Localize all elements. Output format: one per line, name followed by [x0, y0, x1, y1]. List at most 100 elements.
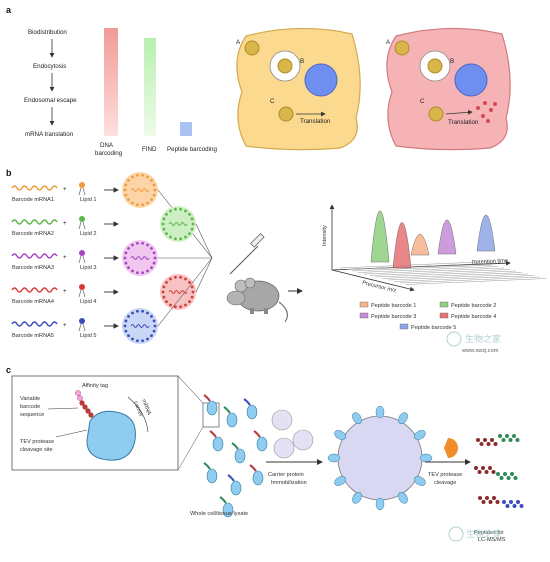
tev-site-label-2: cleavage site: [20, 447, 53, 453]
lipid-bead: [141, 241, 145, 245]
peptide-residue: [496, 472, 500, 476]
peptide-residue: [519, 504, 524, 508]
pool-line: [157, 257, 213, 327]
lipid-bead: [184, 235, 187, 239]
x-axis-label: Precursor m/z: [362, 280, 397, 294]
lipid-bead: [131, 337, 134, 341]
lipid-bead: [162, 227, 166, 231]
lnp-row: Barcode mRNA3+Lipid 3: [11, 240, 212, 276]
lipid-head: [79, 182, 85, 188]
cell2-label-c: C: [420, 98, 425, 105]
chromatogram-peaks: [370, 210, 496, 269]
lnp-row: Barcode mRNA2+Lipid 2: [11, 206, 213, 259]
legend-label: Peptide barcode 5: [411, 325, 456, 331]
lipid-bead: [169, 235, 172, 239]
cell2-translation-label: Translation: [448, 119, 479, 126]
lipid-bead: [153, 256, 157, 260]
lnp-outside: [244, 40, 260, 56]
carrier-protein: [246, 404, 258, 420]
lipid-bead: [141, 339, 145, 343]
peptide-dots: [476, 101, 497, 123]
lipid-bead: [124, 251, 128, 255]
lipid-bead: [190, 227, 194, 231]
immobilization-label-2: Immobilization: [271, 480, 307, 486]
lipid-bead: [162, 285, 166, 289]
lipid-bead: [135, 173, 139, 177]
lipid-bead: [124, 183, 128, 187]
peptide-residue: [502, 500, 506, 504]
cell2-label-a: A: [386, 39, 391, 46]
lipid-bead: [124, 329, 128, 333]
trace-line: [405, 278, 547, 285]
nucleus: [454, 63, 488, 97]
encapsulated-mrna: [130, 256, 150, 260]
lnp-row: Barcode mRNA5+Lipid 5: [11, 257, 213, 344]
cell-body: [386, 27, 511, 151]
cell1-label-c: C: [270, 98, 275, 105]
plus-sign: +: [63, 322, 67, 329]
barcode-peptide: [203, 462, 211, 470]
lipid-bead: [146, 269, 149, 273]
mrna-wave: [11, 287, 58, 293]
lipid-bead: [152, 193, 156, 197]
carrier-protein: [230, 480, 242, 496]
trace-line: [357, 266, 499, 273]
peptide-residue: [485, 496, 489, 500]
peptide-residue: [510, 472, 514, 476]
immobilized-carrier: [327, 453, 341, 463]
lipid-bead: [123, 256, 127, 260]
nucleus: [304, 63, 338, 97]
immobilized-carrier: [398, 492, 408, 504]
lipid-tail: [78, 221, 86, 230]
pool-line: [195, 223, 213, 259]
lipid-bead: [188, 300, 191, 304]
lipid-bead: [184, 303, 187, 307]
lipid-bead: [161, 222, 165, 226]
lipid-bead: [179, 305, 183, 309]
step-endosomal-escape: Endosomal escape: [24, 97, 77, 104]
lipid-bead: [152, 329, 156, 333]
plus-sign: +: [63, 186, 67, 193]
lipid-bead: [141, 271, 145, 275]
peptide-residue: [503, 472, 507, 476]
immobilized-carrier: [334, 430, 346, 440]
lipid-bead: [169, 209, 172, 213]
peptide-residue: [505, 434, 509, 438]
peptide-residue: [513, 476, 518, 480]
trace-line: [375, 270, 517, 278]
lipid-bead: [141, 309, 145, 313]
encapsulated-mrna: [168, 222, 188, 226]
immobilized-carrier: [334, 476, 346, 486]
peptide-residue: [512, 434, 516, 438]
legend-swatch: [439, 312, 449, 319]
cell-diagram-2: A B C Translation: [386, 27, 511, 151]
plus-sign: +: [63, 288, 67, 295]
lipid-bead: [165, 300, 168, 304]
immobilized-carrier: [375, 405, 385, 419]
encapsulated-mrna: [130, 324, 150, 328]
lnp-escaped: [428, 106, 444, 122]
lipid-bead: [141, 203, 145, 207]
panel-a-label: a: [6, 5, 12, 15]
lipid-bead: [150, 334, 153, 338]
legend-swatch: [359, 301, 369, 308]
watermark-url: www.swzj.com: [461, 348, 499, 354]
variable-barcode-label-2: barcode: [20, 404, 40, 410]
barcode-chain: [75, 390, 94, 418]
legend-label: Peptide barcode 4: [451, 314, 496, 320]
peptide-residue: [512, 504, 517, 508]
peptide-residue: [499, 476, 504, 480]
find-bar: [144, 38, 156, 136]
lipid-bead: [124, 319, 128, 323]
peptide-residue: [498, 434, 502, 438]
ms-3d-plot: Intensity Precursor m/z Retention time: [322, 204, 547, 294]
mrna-label: Barcode mRNA4: [12, 299, 54, 305]
lipid-bead: [127, 178, 130, 182]
peptide-barcoding-bar: [180, 122, 192, 136]
lipid-bead: [135, 241, 139, 245]
peptide-residue: [488, 500, 493, 504]
peptide-residue: [486, 442, 491, 446]
lipid-bead: [152, 261, 156, 265]
lipid-bead: [150, 314, 153, 318]
